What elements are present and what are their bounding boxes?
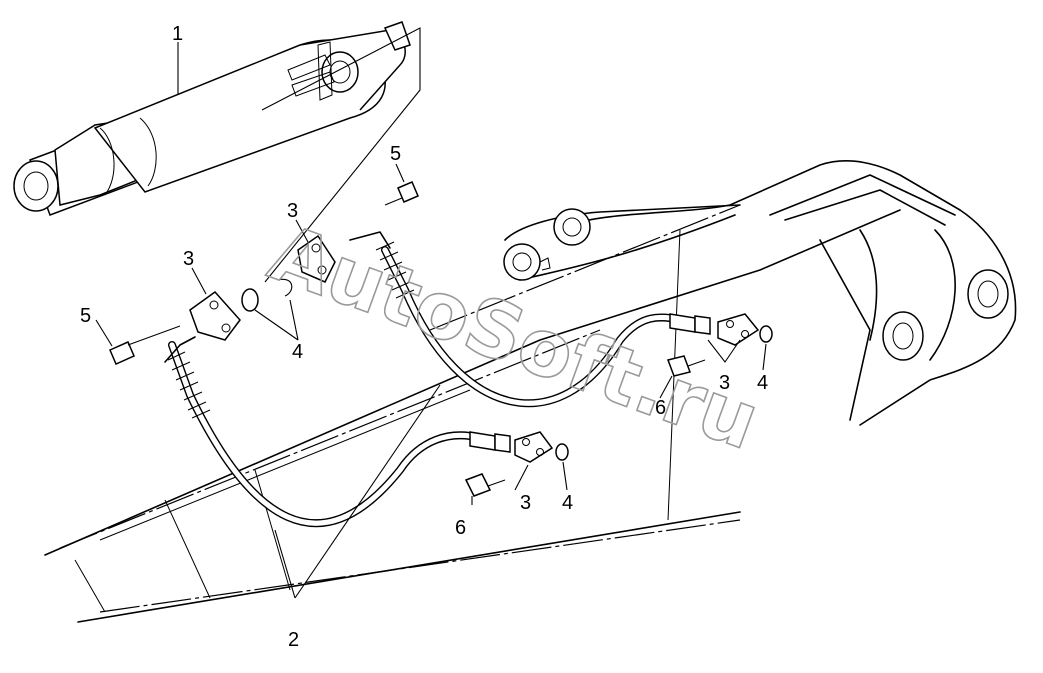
callout-6-mid: 6 bbox=[455, 517, 466, 539]
callout-5-left: 5 bbox=[80, 305, 91, 327]
callout-4-left: 4 bbox=[292, 341, 303, 363]
hose-lower-sleeve bbox=[167, 351, 211, 419]
bolt-top bbox=[384, 181, 419, 206]
boom-arm bbox=[44, 160, 1017, 623]
callout-3-top: 3 bbox=[287, 200, 298, 222]
callout-4-mid: 4 bbox=[562, 492, 573, 514]
hydraulic-cylinder bbox=[13, 21, 421, 283]
hose-upper bbox=[349, 231, 711, 408]
hose-upper-sleeve bbox=[375, 241, 415, 299]
o-rings bbox=[241, 278, 773, 461]
leader-lines bbox=[95, 42, 767, 599]
flange-clamp-top bbox=[297, 234, 336, 283]
callout-3-right: 3 bbox=[719, 372, 730, 394]
callout-3-mid: 3 bbox=[520, 492, 531, 514]
flange-clamp-mid bbox=[514, 431, 554, 463]
callout-4-right: 4 bbox=[757, 372, 768, 394]
callout-labels: 1 2 3 3 3 3 4 4 4 5 5 6 6 bbox=[80, 23, 768, 651]
callout-2: 2 bbox=[288, 629, 299, 651]
callout-5-top: 5 bbox=[390, 143, 401, 165]
bolt-mid bbox=[464, 473, 506, 497]
callout-1: 1 bbox=[172, 23, 183, 45]
flange-clamp-left bbox=[189, 290, 241, 341]
bolt-left bbox=[109, 325, 181, 365]
callout-6-right: 6 bbox=[655, 397, 666, 419]
bolt-right bbox=[667, 355, 706, 377]
hose-lower bbox=[164, 336, 511, 528]
flange-clamp-right bbox=[717, 313, 760, 346]
callout-3-left: 3 bbox=[183, 248, 194, 270]
